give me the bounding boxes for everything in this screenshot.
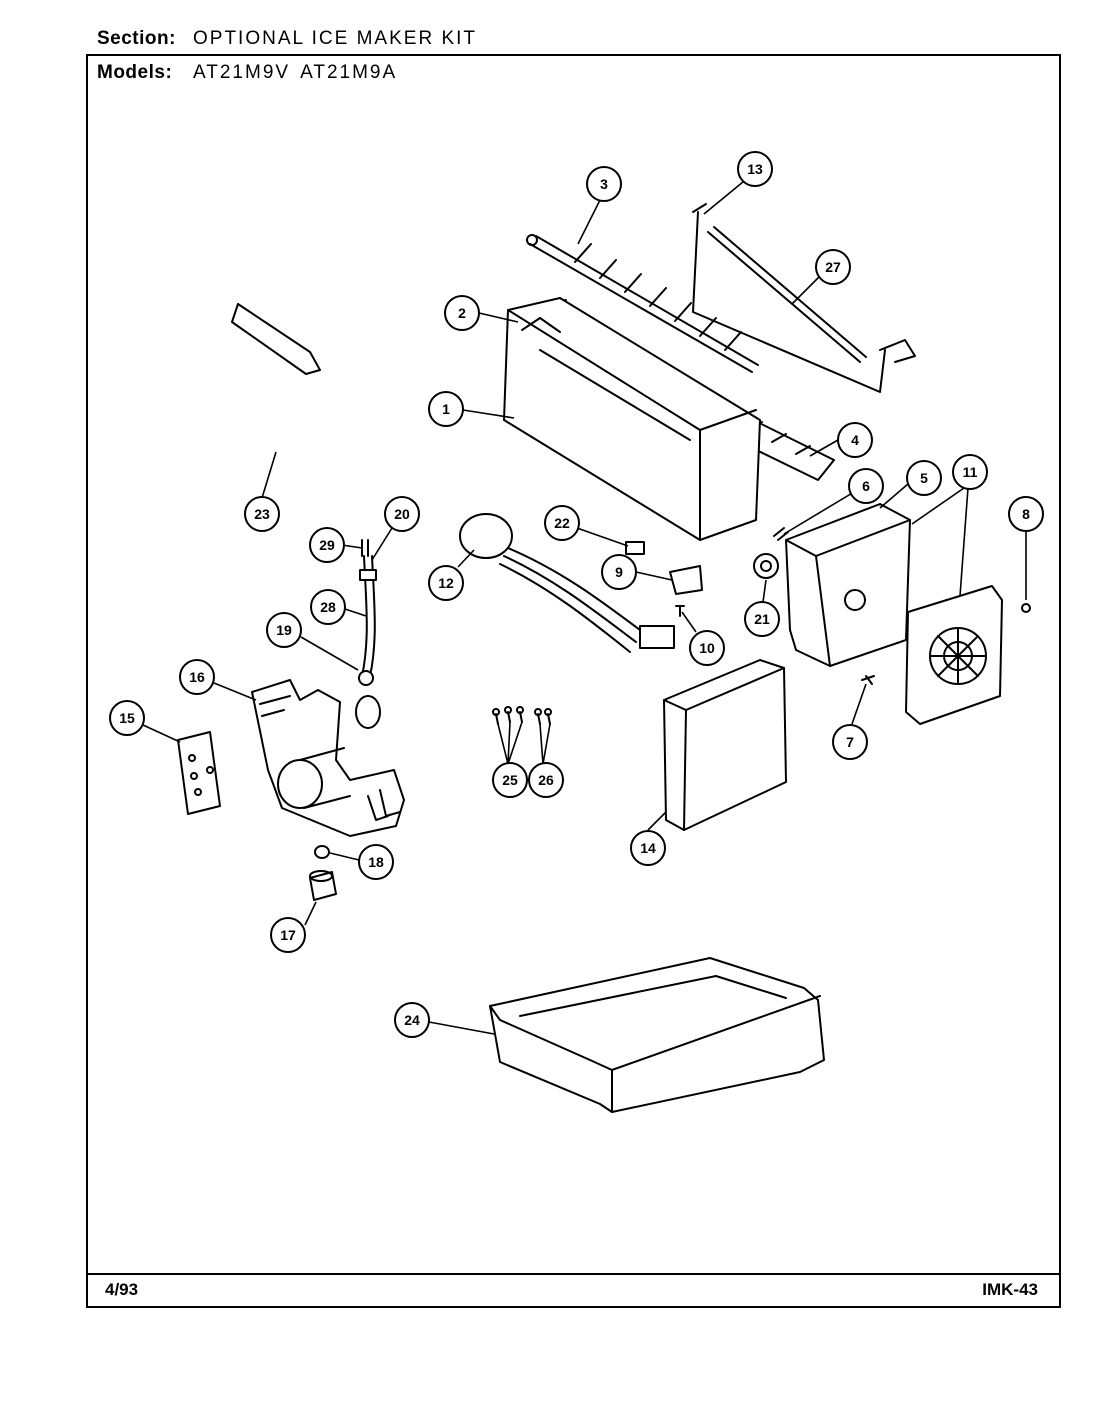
svg-text:25: 25 — [502, 772, 518, 788]
thermostat-clip-part — [669, 565, 703, 595]
callout-19: 19 — [266, 612, 302, 648]
control-housing-part — [785, 503, 911, 667]
model-number-1: AT21M9V — [193, 62, 291, 83]
callout-18: 18 — [358, 844, 394, 880]
callout-12: 12 — [428, 565, 464, 601]
callout-21: 21 — [744, 601, 780, 637]
footer-rule — [88, 1273, 1059, 1275]
arm-sleeve-part — [707, 226, 867, 363]
water-valve-part — [251, 679, 405, 837]
callout-23: 23 — [244, 496, 280, 532]
svg-text:24: 24 — [404, 1012, 420, 1028]
svg-text:4: 4 — [851, 432, 859, 448]
callout-17: 17 — [270, 917, 306, 953]
clip-part — [625, 541, 645, 555]
callout-3: 3 — [586, 166, 622, 202]
screw-7-part — [861, 675, 875, 685]
svg-text:19: 19 — [276, 622, 292, 638]
callout-16: 16 — [179, 659, 215, 695]
callout-6: 6 — [848, 468, 884, 504]
svg-text:1: 1 — [442, 401, 450, 417]
ice-mold-part — [503, 297, 761, 541]
svg-text:23: 23 — [254, 506, 270, 522]
page-id: IMK-43 — [982, 1280, 1038, 1299]
front-cover-part — [663, 659, 787, 831]
svg-text:11: 11 — [963, 464, 978, 480]
washer-18-part — [314, 845, 330, 859]
ejector-blade-shaft-part — [526, 234, 759, 373]
svg-text:5: 5 — [920, 470, 928, 486]
drive-gear-part — [753, 553, 779, 579]
fill-cup-heater-part — [231, 303, 321, 375]
callout-9: 9 — [601, 554, 637, 590]
callout-28: 28 — [310, 589, 346, 625]
svg-text:12: 12 — [438, 575, 454, 591]
diagram-frame — [86, 54, 1061, 1308]
svg-text:2: 2 — [458, 305, 466, 321]
svg-text:6: 6 — [862, 478, 870, 494]
svg-text:26: 26 — [538, 772, 554, 788]
callout-20: 20 — [384, 496, 420, 532]
callout-13: 13 — [737, 151, 773, 187]
svg-text:13: 13 — [747, 161, 763, 177]
callout-24: 24 — [394, 1002, 430, 1038]
models-row: Models: AT21M9V AT21M9A — [97, 62, 397, 84]
callout-29: 29 — [309, 527, 345, 563]
callout-10: 10 — [689, 630, 725, 666]
screws-26-part — [534, 708, 552, 725]
svg-text:27: 27 — [825, 259, 841, 275]
section-label: Section: — [97, 28, 176, 49]
model-number-2: AT21M9A — [300, 62, 398, 83]
svg-text:7: 7 — [846, 734, 854, 750]
section-row: Section: OPTIONAL ICE MAKER KIT — [97, 28, 477, 50]
svg-text:20: 20 — [394, 506, 410, 522]
callout-2: 2 — [444, 295, 480, 331]
callout-14: 14 — [630, 830, 666, 866]
callout-26: 26 — [528, 762, 564, 798]
callout-7: 7 — [832, 724, 868, 760]
section-title: OPTIONAL ICE MAKER KIT — [193, 28, 478, 49]
screws-25-part — [492, 706, 524, 725]
svg-text:28: 28 — [320, 599, 336, 615]
callout-25: 25 — [492, 762, 528, 798]
svg-text:16: 16 — [189, 669, 205, 685]
valve-bracket-part — [177, 731, 221, 815]
models-label: Models: — [97, 62, 173, 83]
svg-text:21: 21 — [754, 611, 770, 627]
svg-text:22: 22 — [554, 515, 570, 531]
ice-bucket-part — [489, 957, 825, 1113]
svg-text:14: 14 — [640, 840, 656, 856]
water-tube-assembly-part — [358, 539, 377, 686]
callout-27: 27 — [815, 249, 851, 285]
nut-17-part — [309, 870, 337, 901]
svg-text:3: 3 — [600, 176, 608, 192]
shutoff-arm-part — [692, 203, 916, 393]
svg-text:9: 9 — [615, 564, 623, 580]
motor-mounting-plate-part — [905, 585, 1003, 725]
screw-10-part — [675, 605, 685, 617]
callout-1: 1 — [428, 391, 464, 427]
svg-text:10: 10 — [699, 640, 715, 656]
spring-6-part — [773, 527, 789, 541]
callout-11: 11 — [952, 454, 988, 490]
svg-text:15: 15 — [119, 710, 135, 726]
callout-8: 8 — [1008, 496, 1044, 532]
screw-8-part — [1021, 603, 1031, 613]
svg-text:17: 17 — [280, 927, 296, 943]
revision-date: 4/93 — [105, 1280, 139, 1299]
callout-15: 15 — [109, 700, 145, 736]
callout-22: 22 — [544, 505, 580, 541]
thermostat-harness-part — [459, 513, 675, 653]
callout-4: 4 — [837, 422, 873, 458]
callout-5: 5 — [906, 460, 942, 496]
svg-text:18: 18 — [368, 854, 384, 870]
svg-text:29: 29 — [319, 537, 335, 553]
svg-text:8: 8 — [1022, 506, 1030, 522]
